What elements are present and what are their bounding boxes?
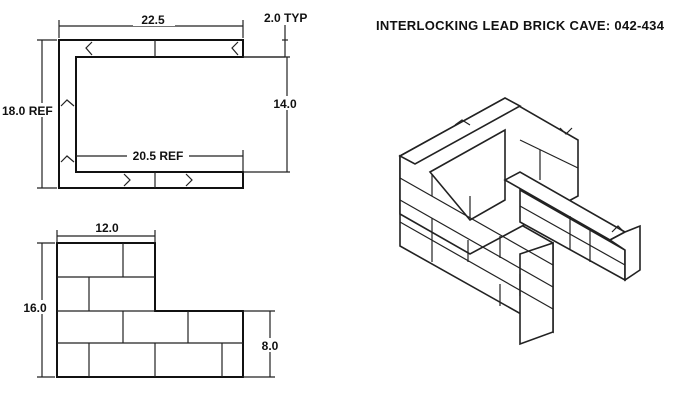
side-view-outline: [56, 242, 244, 378]
dim-overall-height: 16.0: [23, 301, 47, 315]
interlock-notch: [60, 155, 75, 163]
iso-inner-wall: [428, 128, 506, 222]
dim-wall-thickness: 2.0 TYP: [264, 11, 307, 25]
interlock-notch: [185, 173, 193, 187]
dim-overall-width: 22.5: [141, 13, 165, 27]
interlock-notch: [85, 41, 93, 56]
dim-inner-depth: 14.0: [273, 97, 297, 111]
iso-wall-top: [398, 97, 522, 165]
top-view-outer-outline: [58, 39, 244, 189]
iso-front-end: [519, 241, 554, 346]
side-view: 12.0 16.0 8.0: [20, 220, 284, 378]
interlock-notch: [231, 41, 239, 56]
interlock-notch: [123, 173, 131, 187]
top-view: 22.5 2.0 TYP 18.0 REF 14.0 20.5 REF: [0, 11, 307, 189]
dim-top-width: 12.0: [95, 221, 119, 235]
dim-lower-height: 8.0: [262, 339, 279, 353]
interlock-notch: [60, 99, 75, 107]
dim-inner-width: 20.5 REF: [133, 149, 184, 163]
interlock-notch: [559, 127, 573, 135]
drawing-title: INTERLOCKING LEAD BRICK CAVE: 042-434: [376, 18, 665, 33]
iso-right-end: [608, 224, 641, 282]
interlock-notch: [454, 119, 471, 126]
interlock-notch: [611, 225, 625, 233]
isometric-view: [398, 97, 641, 346]
dim-overall-depth: 18.0 REF: [2, 104, 53, 118]
